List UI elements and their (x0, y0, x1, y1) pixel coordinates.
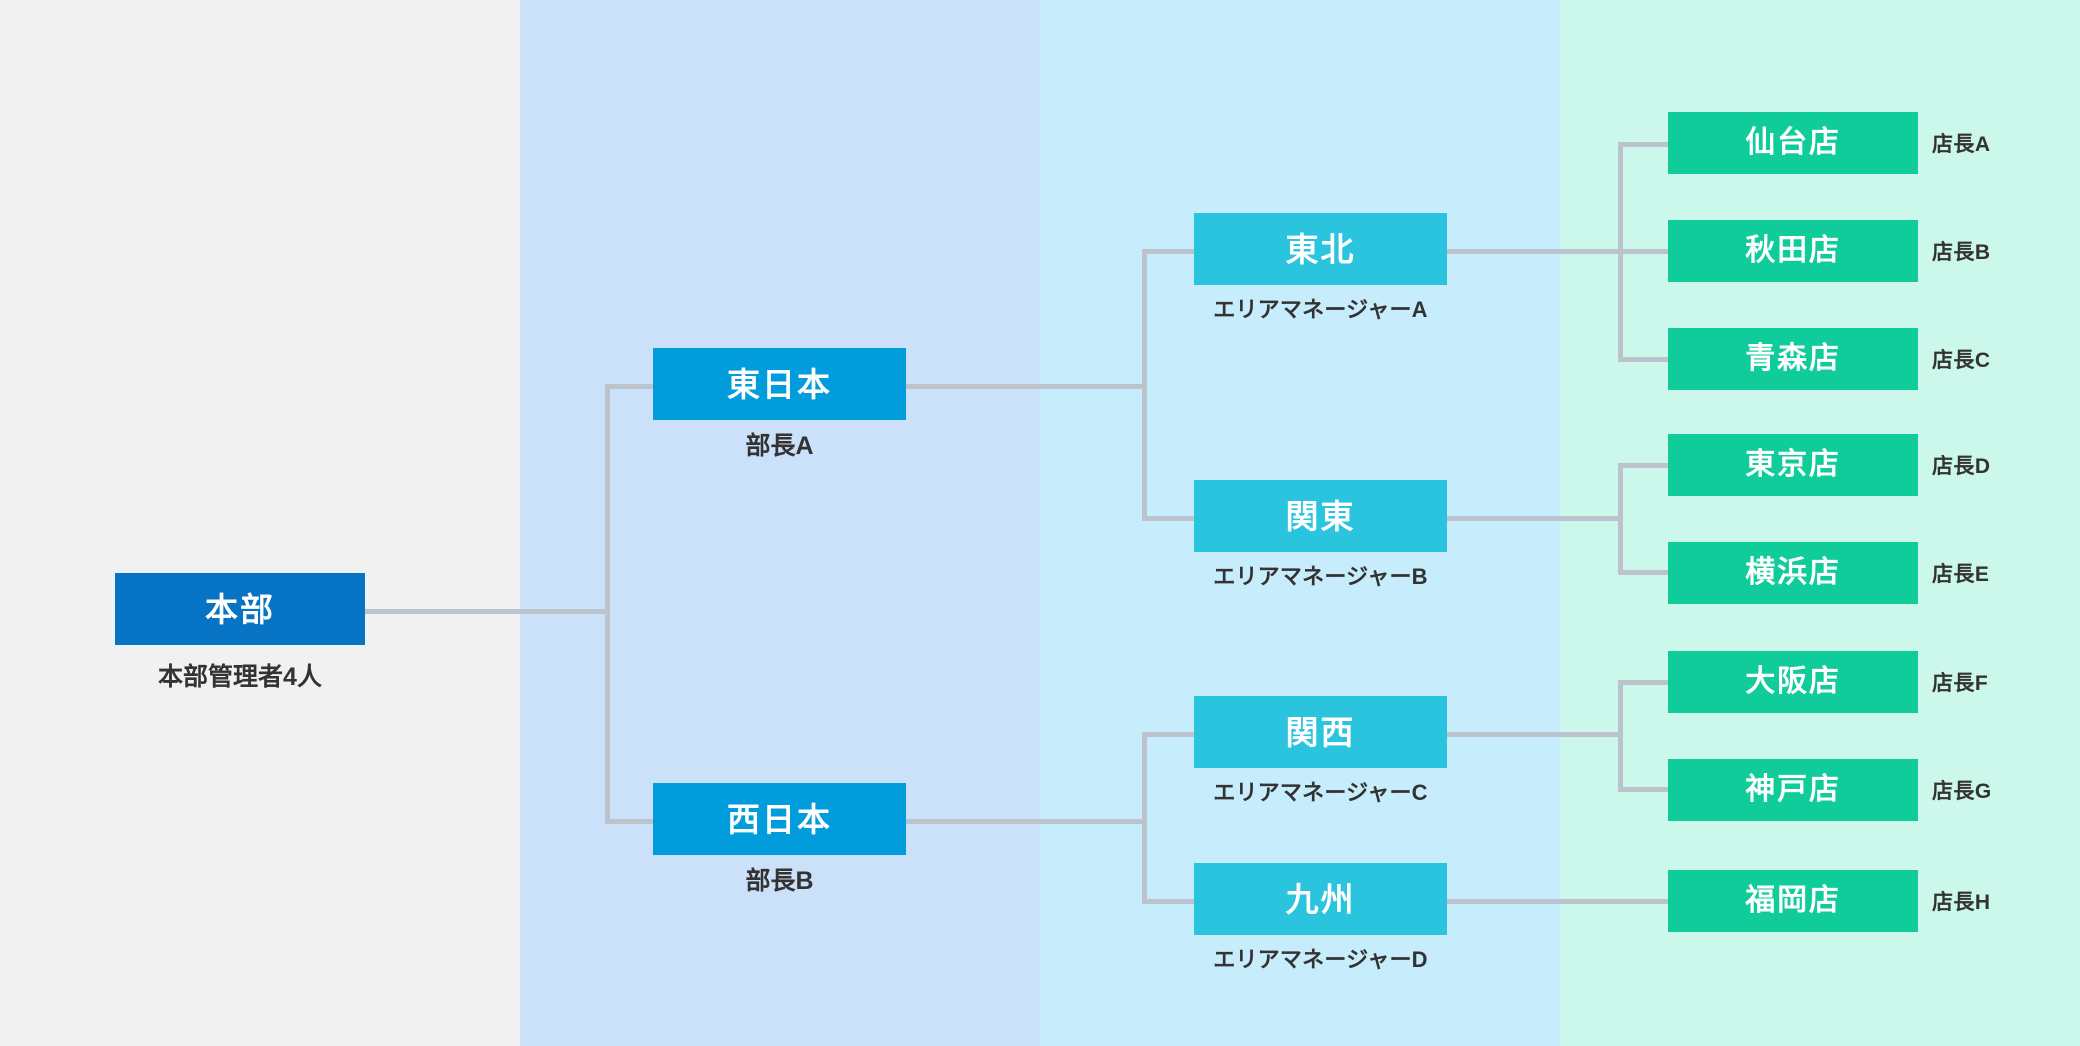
node-store-kobe[interactable]: 神戸店 (1668, 759, 1918, 821)
node-area-tohoku[interactable]: 東北 (1194, 213, 1447, 285)
node-division-west-label: 西日本 (727, 800, 832, 838)
node-store-fukuoka[interactable]: 福岡店 (1668, 870, 1918, 932)
node-area-kanto[interactable]: 関東 (1194, 480, 1447, 552)
connector-tohoku-to-sendai (1618, 142, 1668, 147)
node-division-east-label: 東日本 (727, 365, 832, 403)
connector-hq-trunk (365, 609, 610, 614)
caption-area-kansai: エリアマネージャーC (1213, 780, 1428, 805)
node-area-tohoku-label: 東北 (1285, 230, 1356, 268)
connector-kansai-to-osaka (1618, 680, 1668, 685)
connector-east-to-tohoku (1142, 249, 1194, 254)
node-store-osaka-label: 大阪店 (1745, 665, 1841, 698)
caption-area-tohoku: エリアマネージャーA (1213, 297, 1428, 322)
connector-kyushu-to-fukuoka (1447, 899, 1668, 904)
caption-store-tokyo: 店長D (1932, 455, 1991, 478)
caption-store-sendai: 店長A (1932, 133, 1991, 156)
connector-east-to-kanto (1142, 516, 1194, 521)
connector-tohoku-to-aomori (1618, 357, 1668, 362)
caption-store-yokohama: 店長E (1932, 563, 1990, 586)
connector-kanto-spine (1618, 463, 1623, 575)
caption-store-kobe: 店長G (1932, 780, 1992, 803)
caption-area-kyushu: エリアマネージャーD (1213, 947, 1428, 972)
connector-kanto-to-yokohama (1618, 570, 1668, 575)
node-store-sendai[interactable]: 仙台店 (1668, 112, 1918, 174)
connector-kanto-to-tokyo (1618, 463, 1668, 468)
connector-tohoku-to-akita (1618, 249, 1668, 254)
node-area-kansai-label: 関西 (1285, 713, 1356, 751)
connector-west-spine (1142, 732, 1147, 904)
caption-headquarters: 本部管理者4人 (158, 663, 322, 691)
node-store-yokohama[interactable]: 横浜店 (1668, 542, 1918, 604)
caption-division-east: 部長A (745, 432, 814, 460)
connector-kanto-trunk (1447, 516, 1622, 521)
caption-division-west: 部長B (745, 867, 814, 895)
node-division-west[interactable]: 西日本 (653, 783, 906, 855)
node-store-akita-label: 秋田店 (1745, 234, 1841, 267)
node-area-kyushu[interactable]: 九州 (1194, 863, 1447, 935)
caption-store-fukuoka: 店長H (1932, 891, 1991, 914)
connector-kansai-to-kobe (1618, 787, 1668, 792)
connector-east-spine (1142, 249, 1147, 521)
node-store-aomori-label: 青森店 (1745, 342, 1841, 375)
node-store-tokyo-label: 東京店 (1745, 448, 1841, 481)
connector-tohoku-trunk (1447, 249, 1622, 254)
connector-hq-to-east (605, 384, 655, 389)
connector-kansai-spine (1618, 680, 1623, 792)
connector-kansai-trunk (1447, 732, 1622, 737)
caption-store-osaka: 店長F (1932, 672, 1989, 695)
node-store-fukuoka-label: 福岡店 (1745, 884, 1841, 917)
node-store-osaka[interactable]: 大阪店 (1668, 651, 1918, 713)
connector-west-to-kyushu (1142, 899, 1194, 904)
caption-store-aomori: 店長C (1932, 349, 1991, 372)
node-headquarters[interactable]: 本部 (115, 573, 365, 645)
connector-west-trunk (906, 819, 1146, 824)
connector-hq-spine (605, 384, 610, 824)
caption-area-kanto: エリアマネージャーB (1213, 564, 1428, 589)
node-store-sendai-label: 仙台店 (1745, 126, 1841, 159)
caption-store-akita: 店長B (1932, 241, 1991, 264)
connector-west-to-kansai (1142, 732, 1194, 737)
node-area-kanto-label: 関東 (1285, 497, 1356, 535)
node-area-kansai[interactable]: 関西 (1194, 696, 1447, 768)
band-headquarters (0, 0, 520, 1046)
node-store-aomori[interactable]: 青森店 (1668, 328, 1918, 390)
node-division-east[interactable]: 東日本 (653, 348, 906, 420)
node-headquarters-label: 本部 (205, 590, 275, 628)
node-store-yokohama-label: 横浜店 (1745, 556, 1841, 589)
node-store-tokyo[interactable]: 東京店 (1668, 434, 1918, 496)
node-store-kobe-label: 神戸店 (1745, 773, 1841, 806)
connector-hq-to-west (605, 819, 655, 824)
node-store-akita[interactable]: 秋田店 (1668, 220, 1918, 282)
connector-east-trunk (906, 384, 1146, 389)
node-area-kyushu-label: 九州 (1285, 880, 1356, 918)
